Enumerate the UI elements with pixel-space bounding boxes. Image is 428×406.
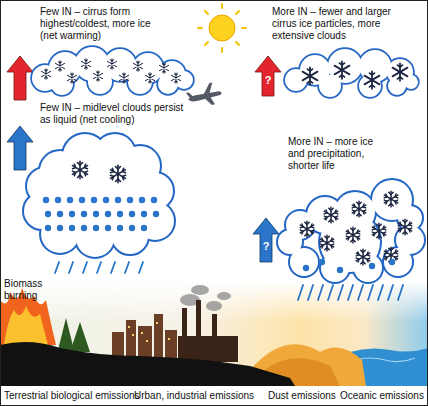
water-drop (389, 259, 395, 265)
water-drop (103, 197, 109, 203)
water-drop (369, 263, 375, 269)
rain-streak (398, 285, 403, 300)
water-drop (105, 225, 111, 231)
water-drop (141, 211, 147, 217)
water-drop (129, 211, 135, 217)
water-drop (45, 211, 51, 217)
rain-streak (368, 285, 373, 300)
water-drop (57, 211, 63, 217)
water-drop (337, 267, 343, 273)
water-drop (45, 225, 51, 231)
rain-streak (348, 285, 353, 300)
source-label: Terrestrial biological emissions (4, 390, 154, 402)
question-mark: ? (260, 240, 272, 252)
water-drop (91, 197, 97, 203)
rain-streak (338, 285, 343, 300)
water-drop (43, 197, 49, 203)
rain-streak (328, 285, 333, 300)
water-drop (303, 265, 309, 271)
question-mark: ? (262, 74, 274, 86)
rain-streak (55, 262, 59, 273)
rain-streak (139, 262, 143, 273)
water-drop (319, 259, 325, 265)
water-drop (57, 225, 63, 231)
water-drop (79, 197, 85, 203)
water-drop (129, 225, 135, 231)
effect-note: Few IN – midlevel clouds persist as liqu… (40, 102, 192, 126)
water-drop (93, 211, 99, 217)
source-label: Biomass burning (4, 278, 66, 302)
rain-streak (83, 262, 87, 273)
water-drop (139, 197, 145, 203)
source-label: Urban, industrial emissions (134, 390, 264, 402)
rain-streak (69, 262, 73, 273)
water-drop (141, 225, 147, 231)
rain-streak (111, 262, 115, 273)
rain-streak (125, 262, 129, 273)
water-drop (55, 197, 61, 203)
water-drop (127, 197, 133, 203)
rain-streak (378, 285, 383, 300)
rain-streak (358, 285, 363, 300)
water-drop (81, 211, 87, 217)
rain-streak (318, 285, 323, 300)
water-drop (67, 197, 73, 203)
water-drop (105, 211, 111, 217)
rain-streak (388, 285, 393, 300)
water-drop (81, 225, 87, 231)
water-drop (69, 225, 75, 231)
water-drop (151, 197, 157, 203)
water-drop (69, 211, 75, 217)
water-drop (93, 225, 99, 231)
rain-streak (97, 262, 101, 273)
rain-streak (298, 285, 303, 300)
effect-note: More IN – more ice and precipitation, sh… (288, 136, 374, 172)
effect-note: More IN – fewer and larger cirrus ice pa… (272, 6, 414, 42)
source-label: Dust emissions (268, 390, 342, 402)
effect-note: Few IN – cirrus form highest/coldest, mo… (40, 6, 162, 42)
water-drop (117, 211, 123, 217)
water-drop (153, 211, 159, 217)
water-drop (115, 197, 121, 203)
source-label: Oceanic emissions (340, 390, 426, 402)
water-drop (117, 225, 123, 231)
rain-streak (308, 285, 313, 300)
